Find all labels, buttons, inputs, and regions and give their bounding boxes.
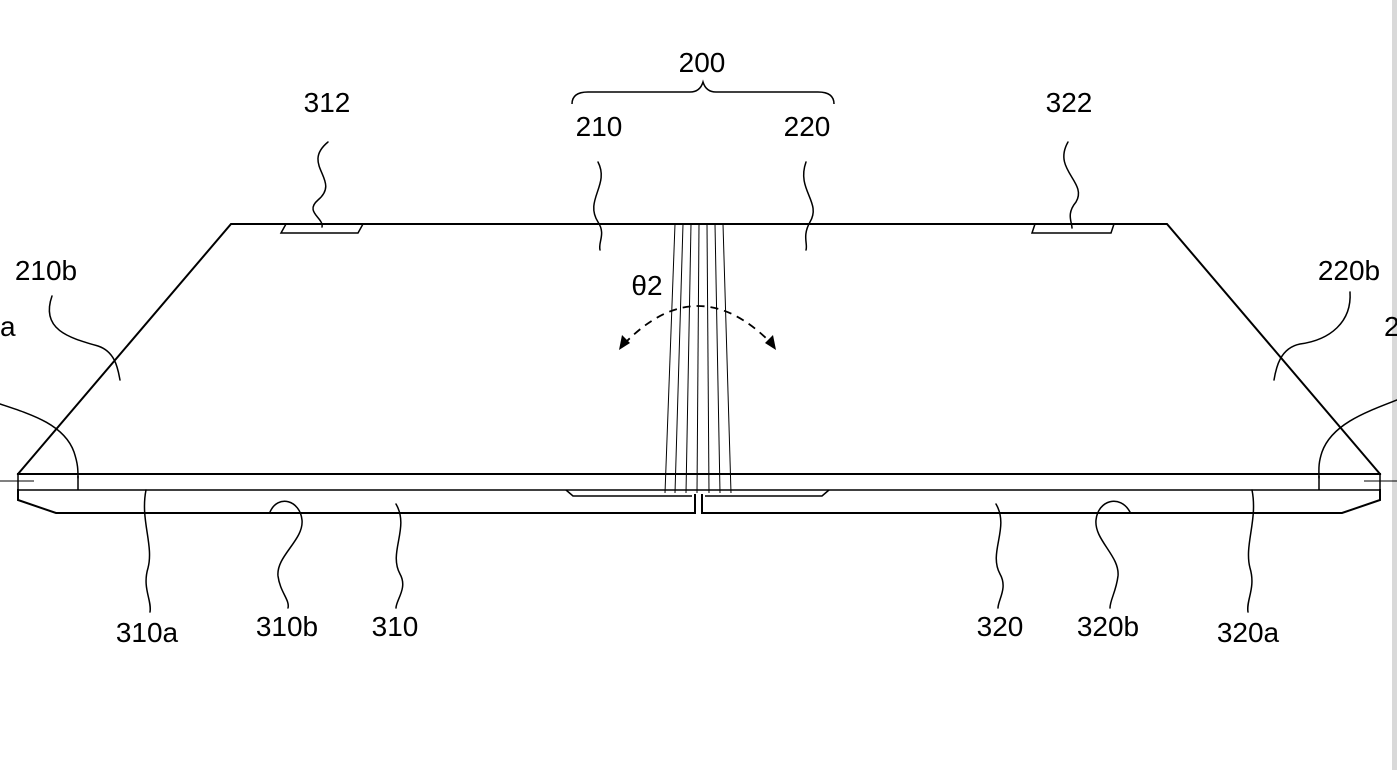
pad-322 — [1030, 223, 1115, 234]
bracket-200 — [571, 79, 835, 105]
label-210a: a — [0, 311, 16, 342]
label-322: 322 — [1046, 87, 1093, 118]
leader-220b — [1273, 291, 1351, 381]
angle-arrow-right — [765, 335, 776, 350]
support-plate-320 — [701, 489, 1381, 514]
label-320b: 320b — [1077, 611, 1139, 642]
fold-line — [722, 223, 732, 494]
leader-220 — [802, 161, 814, 251]
angle-arc — [623, 305, 773, 345]
hinge-recess — [565, 489, 830, 497]
support-plate-310 — [17, 489, 696, 514]
leader-322 — [1063, 141, 1080, 229]
label-320: 320 — [977, 611, 1024, 642]
label-220b: 220b — [1318, 255, 1380, 286]
leader-210a — [0, 403, 79, 479]
fold-line — [664, 223, 676, 494]
label-320a: 320a — [1217, 617, 1280, 648]
label-210: 210 — [576, 111, 623, 142]
leader-210 — [593, 161, 603, 251]
leader-310a — [143, 489, 151, 613]
label-310a: 310a — [116, 617, 179, 648]
leader-220a — [1318, 399, 1397, 479]
fold-line — [696, 223, 700, 494]
leader-310 — [395, 503, 404, 609]
label-210b: 210b — [15, 255, 77, 286]
leader-312 — [312, 141, 329, 228]
label-theta2: θ2 — [631, 270, 662, 301]
angle-arrow-left — [619, 335, 630, 350]
pad-312 — [279, 223, 364, 234]
fold-line — [706, 223, 710, 494]
label-312: 312 — [304, 87, 351, 118]
fold-line — [714, 223, 721, 494]
leader-320a — [1247, 489, 1255, 613]
label-220a: 2 — [1384, 311, 1397, 342]
label-310: 310 — [372, 611, 419, 642]
right-edge-bar — [1392, 0, 1397, 770]
fold-line — [685, 223, 692, 494]
leader-310b — [269, 500, 303, 609]
label-310b: 310b — [256, 611, 318, 642]
leader-320 — [995, 503, 1004, 609]
fold-line — [674, 223, 684, 494]
leader-320b — [1095, 500, 1131, 609]
label-220: 220 — [784, 111, 831, 142]
leader-210b — [48, 295, 121, 381]
folding-area-lines — [664, 223, 732, 494]
label-200: 200 — [679, 47, 726, 78]
